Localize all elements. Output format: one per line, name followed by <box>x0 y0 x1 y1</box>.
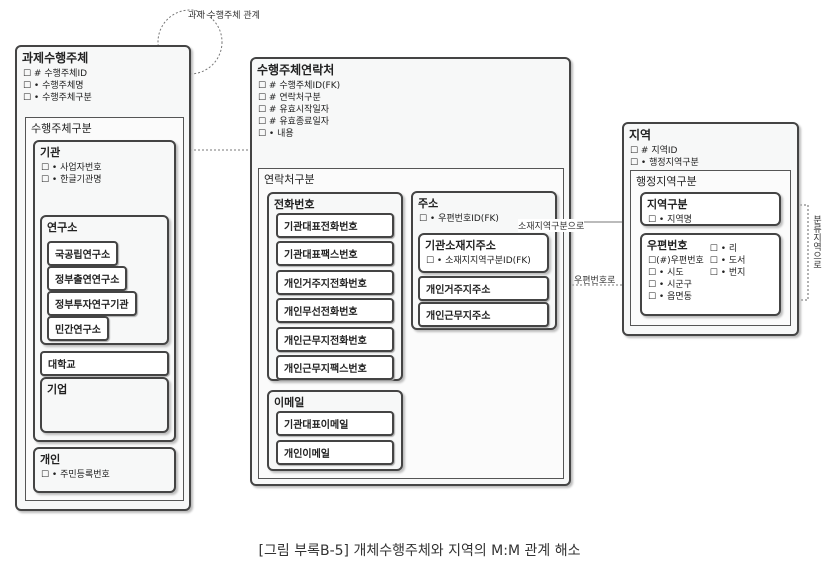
entity-title: 수행주체연락처 <box>257 63 335 77</box>
attr: ☐ • 번지 <box>709 268 746 278</box>
attr: ☐(#)우편번호 <box>648 256 704 266</box>
attr: ☐ • 우편번호ID(FK) <box>419 214 499 224</box>
entity-title: 개인 <box>40 453 61 466</box>
entity-person[interactable]: 개인 ☐ • 주민등록번호 <box>33 447 176 493</box>
attr: ☐ # 수행주체ID(FK) <box>258 81 341 91</box>
entity-item[interactable]: 국공립연구소 <box>47 241 119 266</box>
attr: ☐ • 지역명 <box>648 215 692 225</box>
attr: ☐ • 주민등록번호 <box>41 470 110 480</box>
relation-label: 소재지역구분으로 <box>518 219 585 232</box>
attr: ☐ # 유효시작일자 <box>258 105 330 115</box>
entity-title: 기업 <box>47 383 68 396</box>
entity-item[interactable]: 정부출연연구소 <box>47 266 128 291</box>
self-relation-loop <box>157 9 223 75</box>
entity-region-class[interactable]: 지역구분 ☐ • 지역명 <box>640 192 781 226</box>
entity-item[interactable]: 기관대표팩스번호 <box>276 241 394 266</box>
entity-title: 이메일 <box>274 396 305 409</box>
figure-caption: [그림 부록B-5] 개체수행주체와 지역의 M:M 관계 해소 <box>258 543 581 559</box>
entity-item[interactable]: 민간연구소 <box>47 316 109 341</box>
entity-title: 연구소 <box>47 221 78 234</box>
entity-org-address[interactable]: 기관소재지주소 ☐ • 소재지지역구분ID(FK) <box>418 233 549 273</box>
entity-item[interactable]: 정부투자연구기관 <box>47 291 137 316</box>
entity-title: 주소 <box>418 197 439 210</box>
attr: ☐ • 한글기관명 <box>41 175 102 185</box>
entity-title: 전화번호 <box>274 198 315 211</box>
attr: ☐ # 수행주체ID <box>23 69 88 79</box>
entity-company[interactable]: 기업 <box>40 377 169 433</box>
entity-title: 과제수행주체 <box>22 51 89 65</box>
subtype-title: 연락처구분 <box>264 173 315 186</box>
entity-title: 기관소재지주소 <box>425 239 496 252</box>
entity-item[interactable]: 기관대표이메일 <box>276 411 394 436</box>
attr: ☐ • 수행주체명 <box>23 81 84 91</box>
subtype-title: 행정지역구분 <box>636 175 697 188</box>
attr: ☐ • 리 <box>709 244 738 254</box>
entity-zipcode[interactable]: 우편번호 ☐(#)우편번호 ☐ • 시도 ☐ • 시군구 ☐ • 읍면동 ☐ • 리 ☐… <box>640 233 781 316</box>
entity-item[interactable]: 개인근무지전화번호 <box>276 327 394 352</box>
attr: ☐ # 연락처구분 <box>258 93 321 103</box>
self-relation-label: 과제 수행주체 관계 <box>188 11 260 21</box>
entity-title: 지역 <box>629 128 652 142</box>
attr: ☐ • 수행주체구분 <box>23 93 92 103</box>
entity-title: 우편번호 <box>647 239 688 252</box>
entity-item[interactable]: 개인무선전화번호 <box>276 298 394 323</box>
entity-item[interactable]: 개인근무지팩스번호 <box>276 355 394 380</box>
entity-item[interactable]: 개인이메일 <box>276 440 394 465</box>
entity-item[interactable]: 개인거주지전화번호 <box>276 270 394 295</box>
entity-item[interactable]: 개인거주지주소 <box>418 276 549 301</box>
attr: ☐ • 시도 <box>648 268 684 278</box>
attr: ☐ # 유효종료일자 <box>258 117 330 127</box>
entity-university[interactable]: 대학교 <box>40 351 169 376</box>
attr: ☐ • 사업자번호 <box>41 163 102 173</box>
relation-label: 우편번호로 <box>574 276 616 286</box>
subtype-title: 수행주체구분 <box>31 122 92 135</box>
attr: ☐ • 시군구 <box>648 280 692 290</box>
relation-label: 분류지역으로 <box>811 215 821 269</box>
attr: ☐ # 지역ID <box>630 146 678 156</box>
attr: ☐ • 읍면동 <box>648 292 692 302</box>
entity-title: 기관 <box>40 146 61 159</box>
attr: ☐ • 내용 <box>258 129 294 139</box>
attr: ☐ • 도서 <box>709 256 746 266</box>
entity-title: 지역구분 <box>647 198 688 211</box>
entity-item[interactable]: 기관대표전화번호 <box>276 213 394 238</box>
attr: ☐ • 행정지역구분 <box>630 158 699 168</box>
attr: ☐ • 소재지지역구분ID(FK) <box>426 256 531 266</box>
entity-item[interactable]: 개인근무지주소 <box>418 302 549 327</box>
